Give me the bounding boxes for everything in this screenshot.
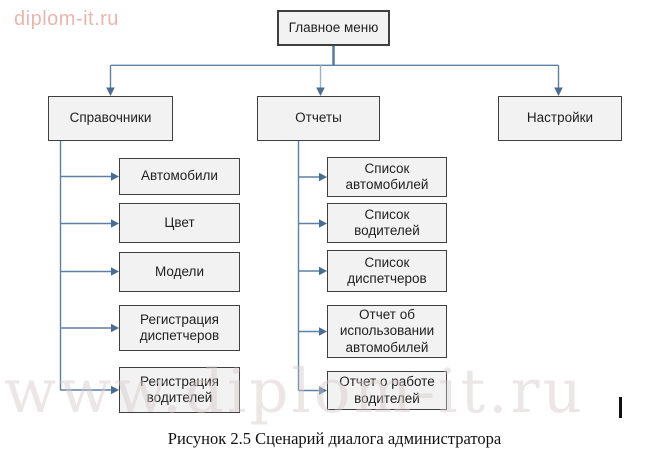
node-car-list: Список автомобилей [327,157,447,197]
node-dispatcher-list: Список диспетчеров [327,250,447,292]
figure-caption: Рисунок 2.5 Сценарий диалога администрат… [167,429,502,448]
node-reports: Отчеты [257,96,380,141]
arrowhead-down-icon [106,87,115,96]
node-color: Цвет [119,203,240,243]
arrowhead-right-icon [319,386,327,395]
node-driver-registration: Регистрация водителей [119,367,240,413]
arrowhead-down-icon [554,87,563,96]
node-main-menu: Главное меню [277,10,390,46]
arrowhead-right-icon [111,172,119,181]
arrowhead-right-icon [319,172,327,182]
arrowhead-right-icon [111,267,119,276]
arrowhead-down-icon [316,87,325,96]
node-settings: Настройки [498,96,622,141]
node-driver-list: Список водителей [327,203,447,243]
arrowhead-right-icon [111,323,119,333]
text-cursor [619,397,622,418]
arrowhead-right-icon [111,219,119,228]
node-car-usage-report: Отчет об использовании автомобилей [327,305,447,358]
arrowhead-right-icon [319,266,327,276]
node-driver-work-report: Отчет о работе водителей [327,371,447,410]
node-dispatcher-registration: Регистрация диспетчеров [119,305,240,351]
arrowhead-right-icon [111,385,119,395]
node-models: Модели [119,252,240,292]
arrowhead-right-icon [319,219,327,228]
node-directories: Справочники [48,96,173,141]
site-logo-watermark: diplom-it.ru [14,8,119,30]
arrowhead-right-icon [319,327,327,336]
node-cars: Автомобили [119,158,240,195]
